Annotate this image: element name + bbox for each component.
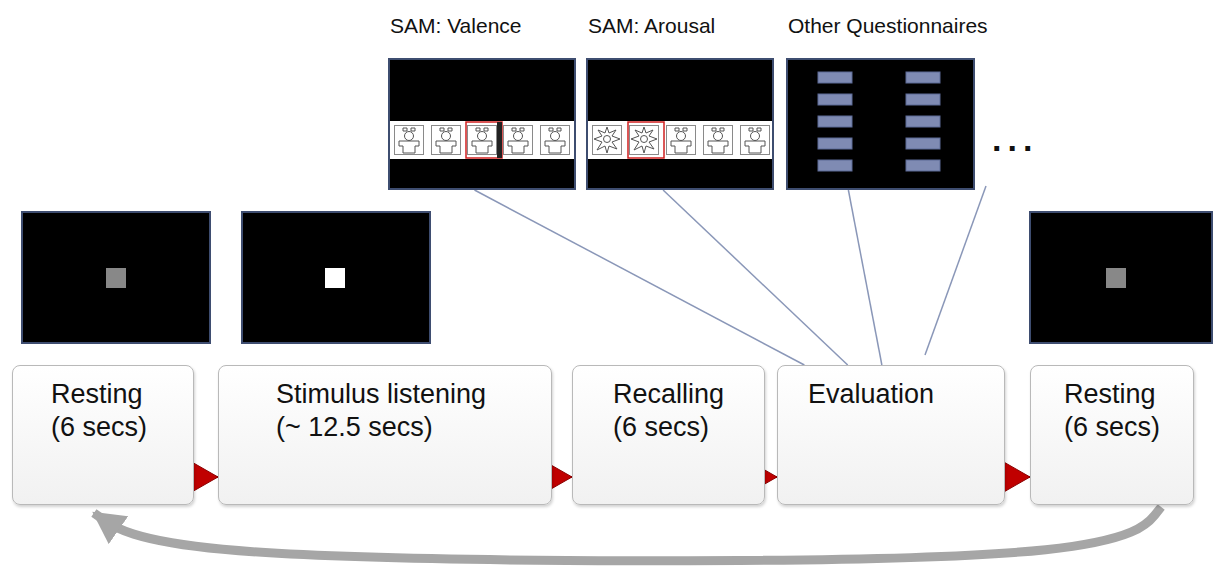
sam-manikin [504, 126, 533, 155]
flow-arrow [194, 476, 218, 478]
phase-box: Resting (6 secs) [1030, 365, 1194, 505]
stimulus-screen [242, 212, 430, 343]
return-arrow [94, 507, 1161, 561]
sam-valence-screen: SAM: Valence [388, 58, 576, 190]
resting-screen [22, 212, 210, 343]
flow-arrow [1005, 476, 1030, 478]
sam-manikin [468, 126, 497, 155]
evaluation-link [663, 190, 848, 365]
evaluation-link [848, 190, 882, 365]
sam-manikin [741, 126, 770, 155]
flow-arrow [765, 476, 777, 478]
phase-box: Stimulus listening (~ 12.5 secs) [218, 365, 552, 505]
questionnaire-bar [906, 116, 940, 127]
screen-heading: Other Questionnaires [788, 14, 988, 38]
sam-manikin [667, 126, 696, 155]
phase-label: Resting (6 secs) [51, 378, 171, 444]
questionnaire-bar [818, 138, 852, 149]
phase-box: Resting (6 secs) [12, 365, 194, 505]
phase-label: Evaluation [808, 378, 988, 411]
screen [388, 58, 576, 190]
questionnaire-bar [906, 72, 940, 83]
phase-box: Evaluation [777, 365, 1005, 505]
fixation-square [106, 268, 126, 288]
ellipsis-label: ... [992, 120, 1038, 159]
sam-manikin [395, 126, 424, 155]
phase-label: Resting (6 secs) [1064, 378, 1182, 444]
sam-manikin [432, 126, 461, 155]
screen [786, 58, 975, 190]
selection-mark [628, 122, 664, 158]
phase-box: Recalling (6 secs) [572, 365, 765, 505]
questionnaire-bar [818, 160, 852, 171]
sam-scale [593, 126, 770, 155]
questionnaire-bar [906, 94, 940, 105]
scale-strip [390, 121, 574, 159]
sam-manikin [704, 126, 733, 155]
sam-manikin [630, 126, 659, 155]
scale-strip [588, 121, 772, 159]
questionnaire-items [818, 72, 940, 171]
questionnaire-screen: Other Questionnaires [786, 58, 975, 190]
screen [586, 58, 774, 190]
questionnaire-bar [906, 138, 940, 149]
questionnaire-bar [818, 94, 852, 105]
flow-arrow [552, 476, 572, 478]
sam-manikin [541, 126, 570, 155]
leader-line [925, 186, 986, 355]
sam-arousal-screen: SAM: Arousal [586, 58, 774, 190]
phase-label: Stimulus listening (~ 12.5 secs) [276, 378, 501, 444]
screen-heading: SAM: Valence [390, 14, 522, 38]
questionnaire-bar [906, 160, 940, 171]
sam-scale [395, 126, 570, 155]
phase-label: Recalling (6 secs) [613, 378, 753, 444]
questionnaire-bar [818, 72, 852, 83]
stimulus-square [325, 268, 345, 288]
fixation-square [1106, 268, 1126, 288]
questionnaire-bar [818, 116, 852, 127]
selection-mark [466, 122, 502, 158]
resting-screen [1030, 212, 1212, 343]
screen-heading: SAM: Arousal [588, 14, 715, 38]
selection-bar [497, 122, 502, 158]
sam-manikin [593, 126, 622, 155]
